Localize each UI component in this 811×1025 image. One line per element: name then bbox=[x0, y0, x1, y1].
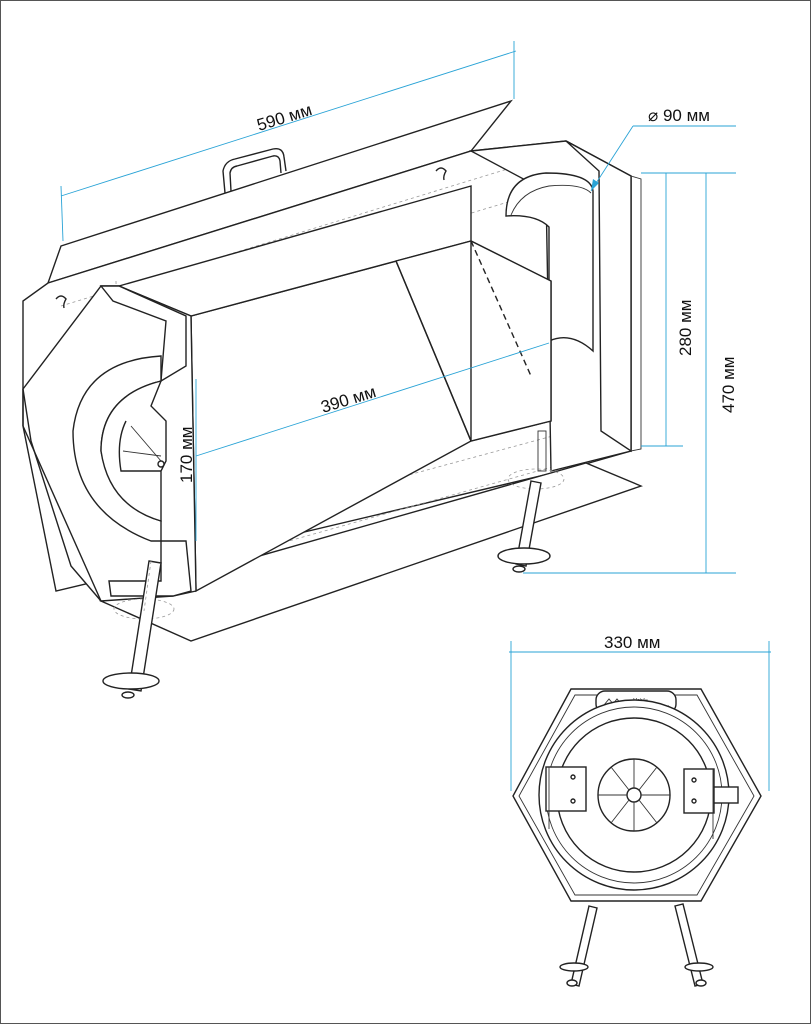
rear-leg bbox=[515, 480, 542, 567]
damper-center-knob bbox=[626, 787, 642, 803]
dim-390-line bbox=[195, 342, 550, 457]
leg-right-foot bbox=[684, 962, 714, 972]
rear-leg-foot bbox=[497, 547, 551, 565]
front-hex-inner bbox=[518, 694, 755, 896]
front-view-leg-left bbox=[570, 905, 598, 987]
door-panel bbox=[100, 379, 167, 522]
panel-edge bbox=[395, 260, 472, 442]
chimney-outlet bbox=[505, 172, 594, 353]
lid-latch-right bbox=[435, 167, 447, 181]
rear-leg-tip bbox=[512, 565, 526, 573]
door-knob bbox=[157, 460, 165, 468]
door-handle bbox=[713, 786, 739, 804]
hinge-left bbox=[545, 766, 587, 812]
panel-dashed-edge bbox=[470, 240, 532, 377]
hidden-edge bbox=[110, 455, 592, 592]
leg-hidden bbox=[143, 560, 152, 612]
rear-leg-rod bbox=[537, 430, 547, 472]
damper-blades bbox=[610, 766, 658, 824]
right-end-edge bbox=[630, 175, 642, 452]
leg-right-tip bbox=[695, 979, 707, 987]
dim-label-170: 170 мм bbox=[177, 427, 196, 483]
dim-label-330: 330 мм bbox=[604, 633, 660, 652]
dim-90-arrow bbox=[591, 179, 599, 191]
front-leg-foot bbox=[102, 672, 160, 690]
lid-handle bbox=[222, 147, 287, 194]
dim-590-ext-left bbox=[60, 185, 64, 242]
door-damper bbox=[118, 420, 161, 472]
lid-latch-left bbox=[55, 295, 67, 309]
damper-blade bbox=[122, 450, 162, 457]
latch-screw bbox=[691, 798, 697, 804]
dim-label-diameter: ⌀ 90 мм bbox=[648, 106, 710, 125]
front-leg bbox=[128, 560, 162, 692]
dim-590-line bbox=[60, 50, 517, 197]
dim-label-590: 590 мм bbox=[255, 100, 315, 135]
right-end-plate bbox=[565, 140, 632, 453]
stove-front-view: Mobile bbox=[512, 688, 762, 987]
damper-blades bbox=[598, 759, 670, 831]
leg-left-foot bbox=[559, 962, 589, 972]
hex-edge bbox=[22, 425, 102, 602]
latch-screw bbox=[691, 777, 697, 783]
latch-right bbox=[683, 768, 715, 814]
front-leg-tip bbox=[121, 691, 135, 699]
dim-90-leader bbox=[590, 125, 634, 192]
hidden-edge bbox=[60, 150, 567, 307]
left-end-notch-top bbox=[99, 285, 187, 383]
lid-handle-inner bbox=[229, 155, 282, 192]
dim-label-280: 280 мм bbox=[676, 300, 695, 356]
front-view-leg-right bbox=[674, 903, 704, 987]
leg-mount-hidden bbox=[113, 598, 175, 620]
stove-isometric-view bbox=[22, 99, 643, 699]
hinge-screw bbox=[570, 774, 576, 780]
dimension-lines bbox=[60, 41, 771, 791]
leg-left-tip bbox=[566, 979, 578, 987]
dim-label-470: 470 мм bbox=[719, 357, 738, 413]
hinge-screw bbox=[570, 798, 576, 804]
floor-plate bbox=[98, 462, 643, 642]
chimney-rim bbox=[510, 184, 592, 216]
